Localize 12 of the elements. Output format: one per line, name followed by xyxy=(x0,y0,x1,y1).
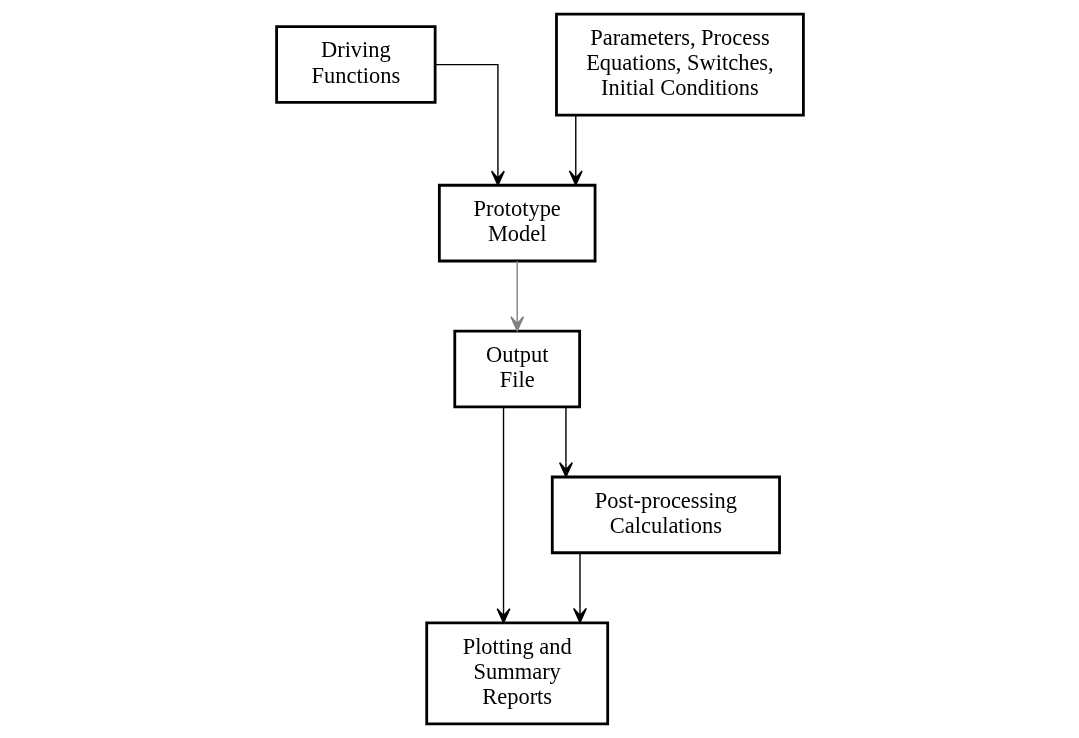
node-box: Driving Functions xyxy=(274,25,437,104)
node-box: Prototype Model xyxy=(437,183,596,263)
node-box: Plotting and Summary Reports xyxy=(424,621,609,726)
node-box: Post-processing Calculations xyxy=(550,475,781,555)
arrow xyxy=(509,260,524,332)
arrow xyxy=(568,114,583,186)
node-box: Parameters, Process Equations, Switches, Initial Conditions xyxy=(554,12,805,117)
arrow xyxy=(572,552,587,624)
arrow xyxy=(496,406,511,624)
arrow xyxy=(434,63,505,186)
node-box: Output File xyxy=(452,329,581,409)
arrow xyxy=(558,406,573,478)
